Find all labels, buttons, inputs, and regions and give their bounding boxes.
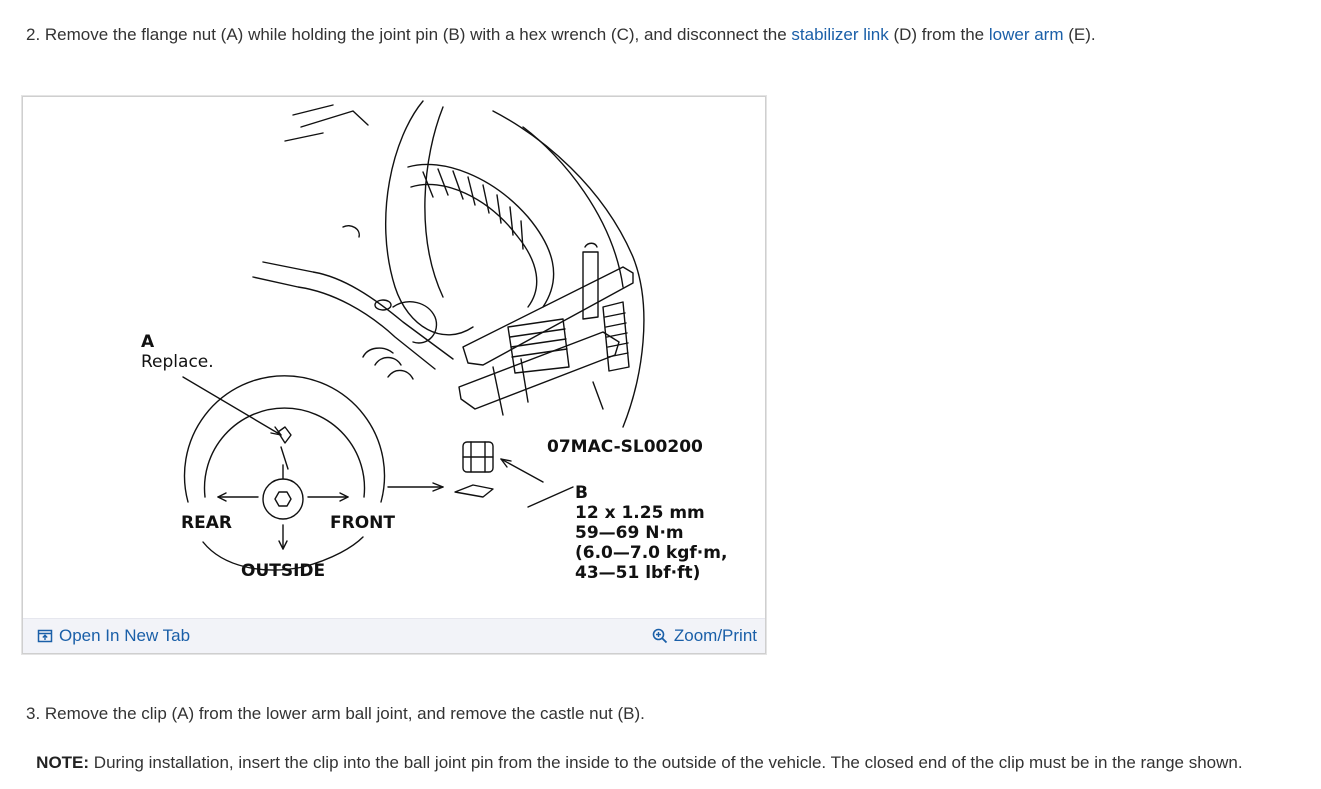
- note-paragraph: NOTE: During installation, insert the cl…: [22, 752, 1262, 774]
- spec-torque-lbf: 43—51 lbf·ft): [575, 563, 701, 583]
- step-2-part2: (D) from the: [888, 25, 989, 44]
- open-new-tab-icon: [37, 629, 53, 643]
- suspension-illustration: [182, 100, 645, 571]
- label-b: B: [575, 483, 588, 503]
- step-3-text: 3. Remove the clip (A) from the lower ar…: [26, 704, 645, 723]
- figure-toolbar: Open In New Tab Zoom/Print: [23, 618, 765, 653]
- label-replace: Replace.: [141, 352, 214, 372]
- label-rear: REAR: [181, 513, 232, 533]
- step-2-text: 2. Remove the flange nut (A) while holdi…: [26, 24, 1096, 46]
- spec-torque-kgf: (6.0—7.0 kgf·m,: [575, 543, 728, 563]
- lower-arm-link[interactable]: lower arm: [988, 25, 1064, 44]
- step-2-part1: 2. Remove the flange nut (A) while holdi…: [26, 25, 792, 44]
- label-front: FRONT: [330, 513, 395, 533]
- label-a: A: [141, 332, 155, 352]
- stabilizer-link-link[interactable]: stabilizer link: [791, 25, 889, 44]
- tool-code-label: 07MAC-SL00200: [547, 437, 703, 457]
- spec-torque-nm: 59—69 N·m: [575, 523, 684, 543]
- label-outside: OUTSIDE: [241, 561, 326, 581]
- step-2-part3: (E).: [1063, 25, 1096, 44]
- spec-thread: 12 x 1.25 mm: [575, 503, 705, 523]
- note-label: NOTE:: [36, 753, 90, 772]
- note-text: During installation, insert the clip int…: [89, 753, 1243, 772]
- open-in-new-tab-label: Open In New Tab: [59, 626, 191, 645]
- zoom-print-label: Zoom/Print: [673, 626, 757, 645]
- figure-panel: A Replace. 07MAC-SL00200 B 12 x 1.25 mm …: [22, 96, 766, 654]
- zoom-in-icon: [652, 628, 667, 644]
- zoom-print-link[interactable]: Zoom/Print: [652, 626, 757, 646]
- open-in-new-tab-link[interactable]: Open In New Tab: [37, 626, 190, 646]
